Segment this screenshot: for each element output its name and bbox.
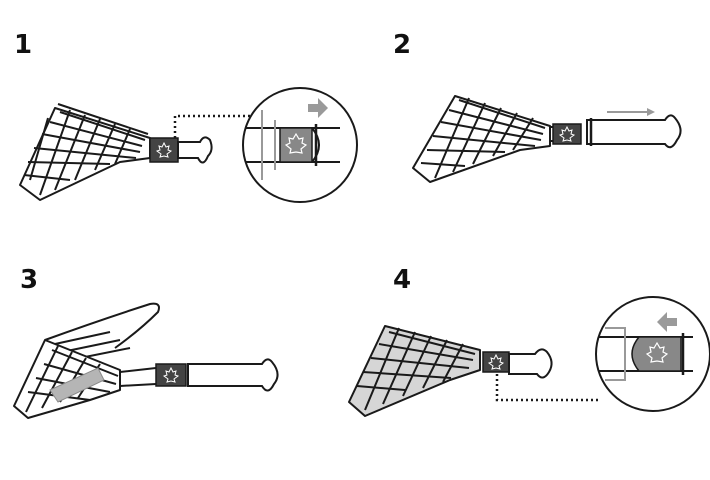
step-4-illustration <box>348 296 710 417</box>
magnified-lock-detail <box>242 87 358 203</box>
handle <box>187 358 279 392</box>
grill-basket <box>19 103 151 201</box>
step-3-panel: 3 <box>0 240 355 480</box>
step-2-illustration <box>412 95 682 183</box>
magnified-lock-detail <box>595 296 710 412</box>
maple-leaf-icon <box>284 132 308 154</box>
step-1-illustration <box>19 87 358 203</box>
arrow-right-icon <box>607 108 655 116</box>
grill-basket <box>348 325 481 417</box>
step-number: 2 <box>393 30 412 60</box>
maple-leaf-icon <box>487 353 505 370</box>
lock-sleeve <box>552 123 582 145</box>
step-4-panel: 4 <box>348 240 710 480</box>
leader-line <box>173 114 250 138</box>
maple-leaf-icon <box>155 141 173 158</box>
lock-sleeve <box>149 137 179 163</box>
grill-basket <box>13 339 121 419</box>
grill-basket <box>412 95 551 183</box>
step-2-panel: 2 <box>355 0 710 240</box>
step-number: 3 <box>20 265 39 295</box>
step-3-illustration <box>13 302 279 419</box>
step-number: 4 <box>393 265 412 295</box>
handle <box>177 136 213 164</box>
lock-sleeve <box>155 363 187 387</box>
step-number: 1 <box>14 30 33 60</box>
arrow-right-icon <box>308 98 328 118</box>
step-1-panel: 1 <box>0 0 358 240</box>
maple-leaf-icon <box>558 125 576 142</box>
maple-leaf-icon <box>162 366 180 383</box>
handle <box>508 348 553 379</box>
food-item <box>49 367 105 403</box>
handle <box>586 114 682 149</box>
leader-line <box>495 374 600 402</box>
maple-leaf-icon <box>645 341 669 363</box>
arrow-left-icon <box>657 312 677 332</box>
